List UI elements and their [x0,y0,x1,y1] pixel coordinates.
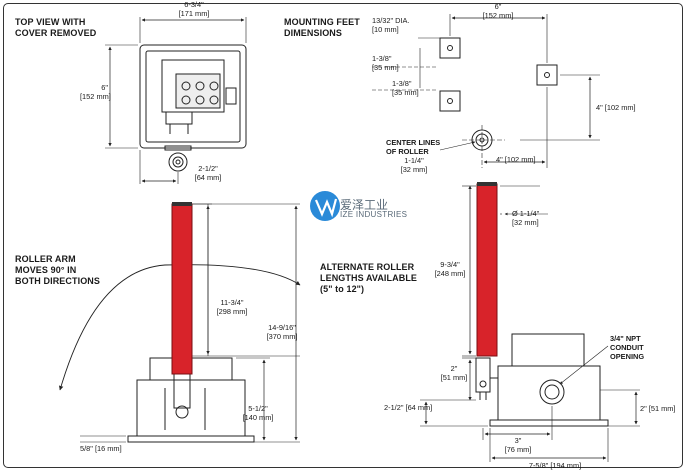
logo-chinese: 爱泽工业 [340,198,389,212]
dim-feet-width: 6"[152 mm] [482,2,514,20]
dim-body-height: 5-1/2"[140 mm] [242,404,274,422]
dim-total-height: 14-9/16"[370 mm] [266,323,298,341]
dim-base-total: 7-5/8" [194 mm] [528,461,582,470]
dim-side-height: 2-1/2" [64 mm] [384,403,433,412]
dim-top-offset: 2-1/2"[64 mm] [194,164,222,182]
dim-hole-dia: 13/32" DIA.[10 mm] [372,16,410,34]
top-view-drawing [105,17,247,184]
dim-top-width: 6-3/4"[171 mm] [178,0,210,18]
dim-feet-b: 1-3/8"[35 mm] [392,79,419,97]
diagram-frame [3,3,683,468]
logo-english: IZE INDUSTRIES [340,210,408,219]
mounting-feet-drawing [372,14,600,168]
dim-base-3: 3"[76 mm] [504,436,532,454]
dim-roller-length: 9-3/4"[248 mm] [434,260,466,278]
dim-feet-height: 4" [102 mm] [596,103,636,112]
front-roller [171,203,193,375]
dim-arm-length: 11-3/4"[298 mm] [216,298,248,316]
side-roller [476,183,498,357]
dim-roller-offset: 1-1/4"[32 mm] [400,156,428,174]
logo-mark [310,191,340,221]
dim-foot-thickness: 5/8" [16 mm] [80,444,122,453]
dim-top-height: 6"[152 mm] [80,83,111,101]
dim-arm-offset: 2"[51 mm] [440,364,468,382]
dim-roller-h: 4" [102 mm] [496,155,536,164]
dim-side-right: 2" [51 mm] [640,404,676,413]
side-view-drawing [420,185,640,462]
dim-roller-diameter: Ø 1-1/4"[32 mm] [512,209,540,227]
dim-feet-a: 1-3/8"[35 mm] [372,54,399,72]
roller-arm-drawing [58,203,301,443]
